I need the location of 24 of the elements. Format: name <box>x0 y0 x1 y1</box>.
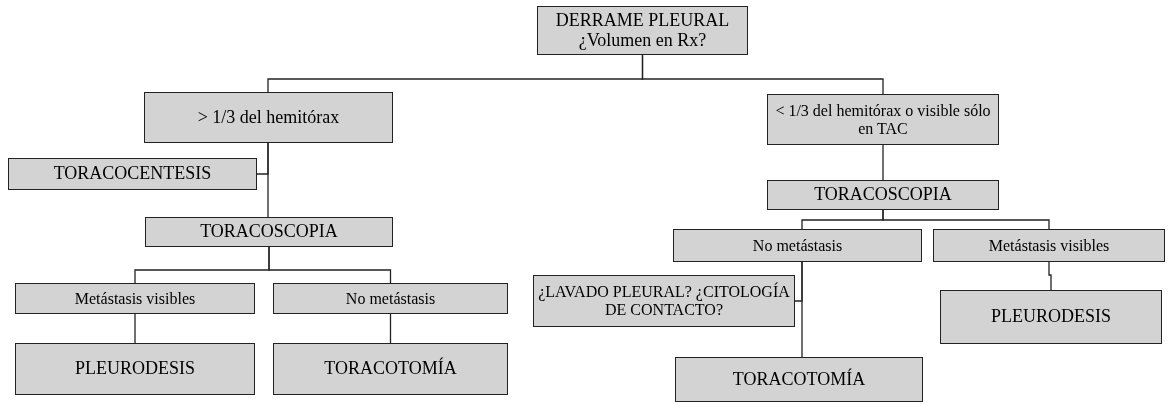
process-box: TORACOSCOPIA <box>145 217 393 247</box>
process-box: TORACOTOMÍA <box>273 343 508 395</box>
connector-line <box>801 261 803 358</box>
process-box: TORACOCENTESIS <box>8 158 257 190</box>
process-box: PLEURODESIS <box>940 290 1162 344</box>
connector-line <box>268 246 392 284</box>
process-box: No metástasis <box>673 229 922 262</box>
process-box: Metástasis visibles <box>933 229 1165 262</box>
process-box: Metástasis visibles <box>15 283 255 314</box>
connector-line <box>267 142 269 218</box>
process-box: < 1/3 del hemitórax o visible sólo en TAC <box>767 94 999 145</box>
process-box: ¿LAVADO PLEURAL? ¿CITOLOGÍA DE CONTACTO? <box>533 275 795 327</box>
connector-line <box>389 313 392 344</box>
connector-line <box>1048 261 1052 291</box>
connector-line <box>882 209 1050 230</box>
process-box: DERRAME PLEURAL ¿Volumen en Rx? <box>537 6 748 55</box>
process-box: PLEURODESIS <box>15 343 255 395</box>
connector-line <box>134 313 136 344</box>
process-box: > 1/3 del hemitórax <box>144 92 393 143</box>
process-box: TORACOSCOPIA <box>767 180 999 210</box>
process-box: TORACOTOMÍA <box>675 357 923 402</box>
connector-line <box>641 54 884 95</box>
process-box: No metástasis <box>273 283 508 314</box>
connector-line <box>882 144 884 181</box>
